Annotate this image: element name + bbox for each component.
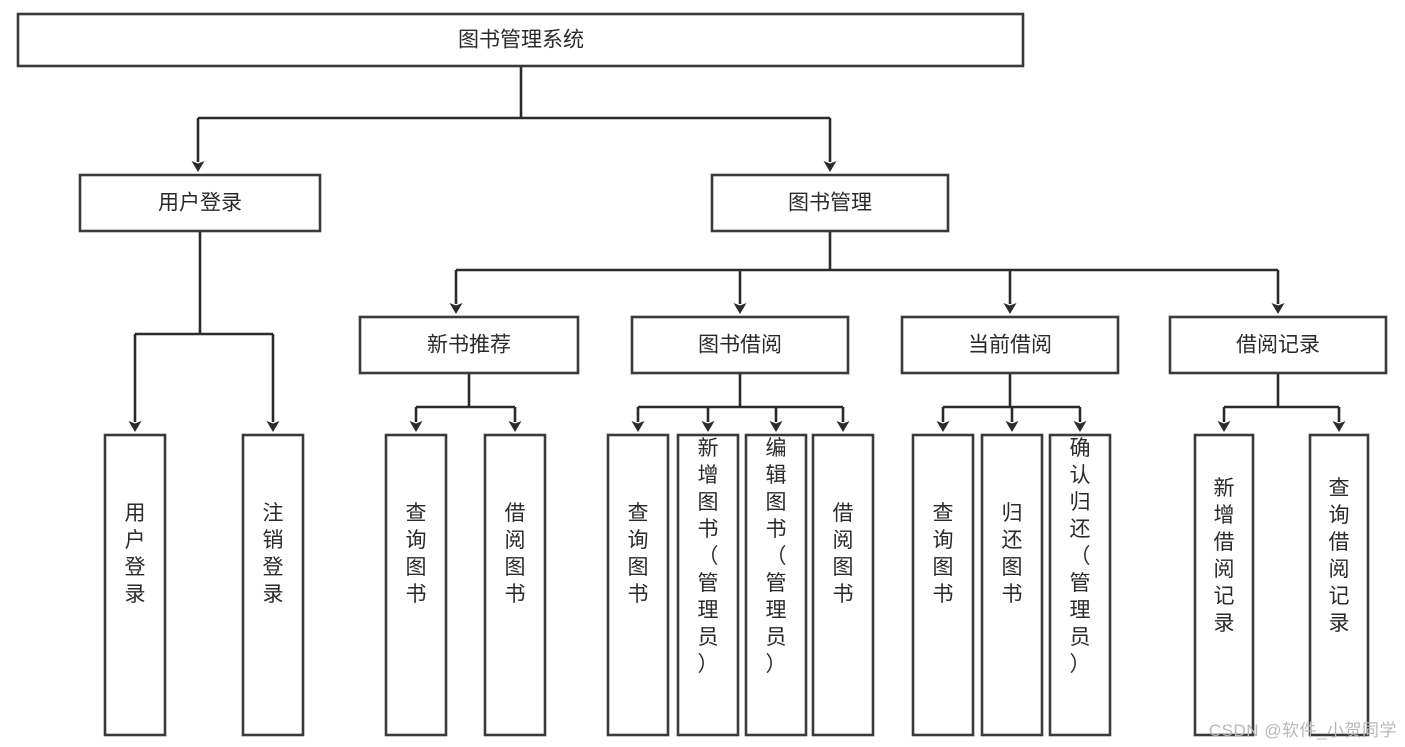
node-user-logout[interactable]: 注销登录 — [241, 433, 305, 737]
node-user-login-label: 用户登录 — [158, 192, 242, 215]
node-layer: 图书管理系统 用户登录 图书管理 新书推荐 图书借阅 — [16, 12, 1388, 737]
node-book-borrow[interactable]: 图书借阅 — [630, 315, 850, 375]
node-nbr-borrow-book-label: 借阅图书 — [505, 502, 526, 606]
node-user-login[interactable]: 用户登录 — [78, 173, 322, 233]
node-current-borrow-box[interactable] — [900, 315, 1120, 375]
node-bb-edit-book[interactable]: 编辑图书（管理员） — [744, 433, 808, 737]
node-borrow-records-label: 借阅记录 — [1236, 334, 1320, 357]
node-cb-query-book[interactable]: 查询图书 — [911, 433, 975, 737]
node-bb-borrow-book-box[interactable] — [811, 433, 875, 737]
node-nbr-query-book[interactable]: 查询图书 — [384, 433, 448, 737]
node-book-manage-label: 图书管理 — [788, 192, 872, 215]
node-user-login-action-label: 用户登录 — [125, 502, 146, 606]
node-root-label: 图书管理系统 — [458, 29, 584, 52]
node-br-query-record-label: 查询借阅记录 — [1329, 477, 1350, 635]
node-bb-edit-book-label: 编辑图书（管理员） — [766, 437, 787, 676]
node-bb-edit-book-box[interactable] — [744, 433, 808, 737]
node-book-manage[interactable]: 图书管理 — [710, 173, 950, 233]
node-cb-return-book-label: 归还图书 — [1002, 502, 1023, 606]
node-book-borrow-box[interactable] — [630, 315, 850, 375]
node-user-login-action[interactable]: 用户登录 — [103, 433, 167, 737]
node-new-book-recommend[interactable]: 新书推荐 — [358, 315, 580, 375]
node-cb-confirm-return-box[interactable] — [1048, 433, 1112, 737]
node-bb-add-book-label: 新增图书（管理员） — [698, 437, 719, 676]
node-new-book-recommend-box[interactable] — [358, 315, 580, 375]
node-cb-confirm-return[interactable]: 确认归还（管理员） — [1048, 433, 1112, 737]
node-cb-query-book-label: 查询图书 — [933, 502, 954, 606]
node-bb-query-book[interactable]: 查询图书 — [606, 433, 670, 737]
node-bb-add-book-box[interactable] — [676, 433, 740, 737]
node-bb-query-book-label: 查询图书 — [628, 502, 649, 606]
node-book-manage-box[interactable] — [710, 173, 950, 233]
connector-layer — [128, 66, 1346, 432]
node-current-borrow-label: 当前借阅 — [968, 334, 1052, 357]
node-cb-confirm-return-label: 确认归还（管理员） — [1070, 437, 1091, 676]
node-current-borrow[interactable]: 当前借阅 — [900, 315, 1120, 375]
node-book-borrow-label: 图书借阅 — [698, 334, 782, 357]
node-nbr-query-book-label: 查询图书 — [406, 502, 427, 606]
node-bb-query-book-box[interactable] — [606, 433, 670, 737]
node-root[interactable]: 图书管理系统 — [16, 12, 1025, 68]
node-new-book-recommend-label: 新书推荐 — [427, 334, 511, 357]
node-br-add-record[interactable]: 新增借阅记录 — [1193, 433, 1255, 737]
node-nbr-borrow-book[interactable]: 借阅图书 — [483, 433, 547, 737]
csdn-watermark: CSDN @软件_小贺同学 — [1208, 721, 1397, 740]
node-user-login-action-box[interactable] — [103, 433, 167, 737]
node-nbr-borrow-book-box[interactable] — [483, 433, 547, 737]
node-br-add-record-label: 新增借阅记录 — [1214, 477, 1235, 635]
node-br-query-record-box[interactable] — [1308, 433, 1370, 737]
node-user-logout-box[interactable] — [241, 433, 305, 737]
node-cb-return-book-box[interactable] — [980, 433, 1044, 737]
node-user-login-box[interactable] — [78, 173, 322, 233]
node-user-logout-label: 注销登录 — [263, 502, 284, 606]
node-br-add-record-box[interactable] — [1193, 433, 1255, 737]
node-borrow-records-box[interactable] — [1168, 315, 1388, 375]
node-bb-borrow-book[interactable]: 借阅图书 — [811, 433, 875, 737]
node-bb-borrow-book-label: 借阅图书 — [833, 502, 854, 606]
node-nbr-query-book-box[interactable] — [384, 433, 448, 737]
node-br-query-record[interactable]: 查询借阅记录 — [1308, 433, 1370, 737]
node-root-box[interactable] — [16, 12, 1025, 68]
node-cb-return-book[interactable]: 归还图书 — [980, 433, 1044, 737]
node-bb-add-book[interactable]: 新增图书（管理员） — [676, 433, 740, 737]
node-borrow-records[interactable]: 借阅记录 — [1168, 315, 1388, 375]
node-cb-query-book-box[interactable] — [911, 433, 975, 737]
